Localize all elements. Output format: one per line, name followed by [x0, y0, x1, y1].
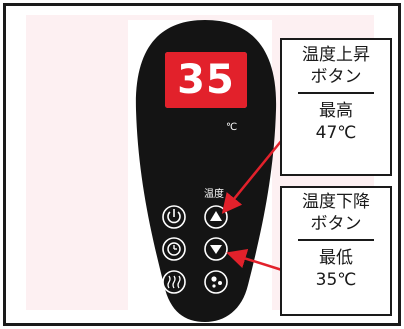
triangle-down-icon — [210, 245, 222, 254]
callout-temp-up: 温度上昇 ボタン 最高 47℃ — [280, 38, 392, 176]
mode-button[interactable] — [204, 270, 228, 294]
heat-button[interactable] — [162, 270, 186, 294]
timer-button[interactable] — [162, 237, 186, 261]
callout-up-limit-value: 47℃ — [315, 123, 357, 143]
temperature-display: 35 — [165, 52, 247, 108]
callout-up-limit-label: 最高 — [319, 101, 353, 121]
heat-wave-icon — [167, 275, 181, 289]
power-button[interactable] — [162, 205, 186, 229]
power-icon — [167, 209, 181, 224]
callout-down-limit-label: 最低 — [319, 248, 353, 268]
triangle-up-icon — [210, 211, 222, 221]
dots-icon — [211, 276, 222, 288]
callout-up-divider — [298, 92, 374, 94]
callout-down-divider — [298, 239, 374, 241]
celsius-unit: ℃ — [226, 122, 238, 133]
temperature-value: 35 — [165, 52, 247, 108]
callout-temp-down: 温度下降 ボタン 最低 35℃ — [280, 186, 392, 316]
arrow-up — [221, 139, 283, 214]
temp-buttons-label: 温度 — [204, 189, 224, 200]
callout-down-title: 温度下降 — [302, 192, 370, 212]
callout-up-subtitle: ボタン — [310, 67, 362, 87]
arrow-down — [226, 248, 283, 272]
timer-icon — [167, 242, 181, 256]
callout-down-subtitle: ボタン — [310, 214, 362, 234]
callout-down-limit-value: 35℃ — [315, 270, 357, 290]
callout-up-title: 温度上昇 — [302, 45, 370, 65]
temp-up-button[interactable] — [204, 205, 228, 229]
